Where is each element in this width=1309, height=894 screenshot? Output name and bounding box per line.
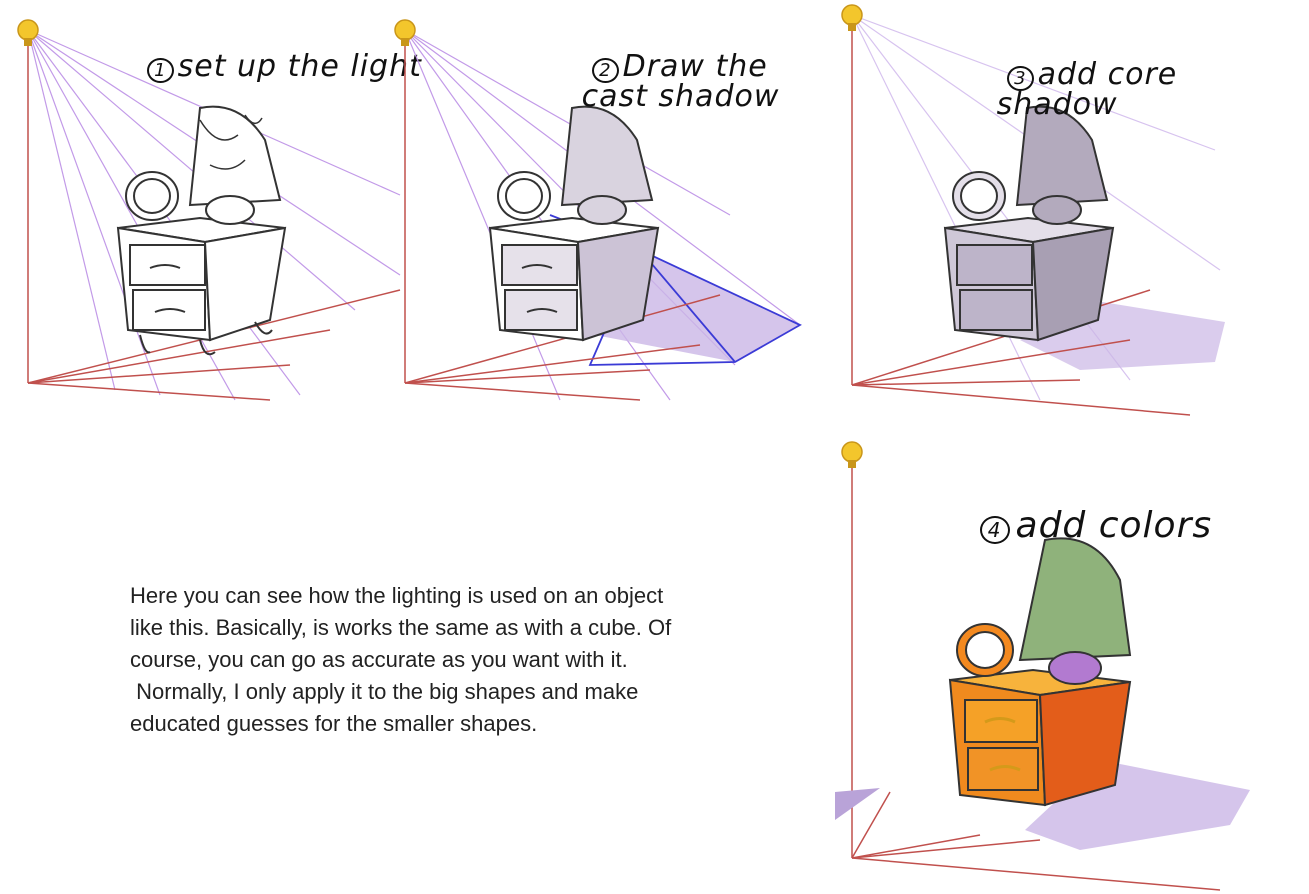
step-4-number: 4 [980, 516, 1010, 544]
description-line-5: educated guesses for the smaller shapes. [130, 708, 690, 740]
step-1-number: 1 [147, 58, 173, 83]
light-bulb-icon [842, 442, 862, 468]
step-3-label: add core shadow [965, 57, 1177, 122]
description-line-4: Normally, I only apply it to the big sha… [130, 676, 690, 708]
step-4-label: add colors [1016, 505, 1213, 546]
step-1-label: set up the light [178, 49, 422, 84]
nightstand-sketch [118, 107, 285, 355]
light-bulb-icon [842, 5, 862, 31]
description-text: Here you can see how the lighting is use… [130, 580, 690, 740]
description-line-1: Here you can see how the lighting is use… [130, 580, 690, 612]
description-line-3: course, you can go as accurate as you wa… [130, 644, 690, 676]
purple-ground [835, 788, 880, 820]
step-2-label: Draw the cast shadow [550, 49, 779, 114]
description-line-2: like this. Basically, is works the same … [130, 612, 690, 644]
